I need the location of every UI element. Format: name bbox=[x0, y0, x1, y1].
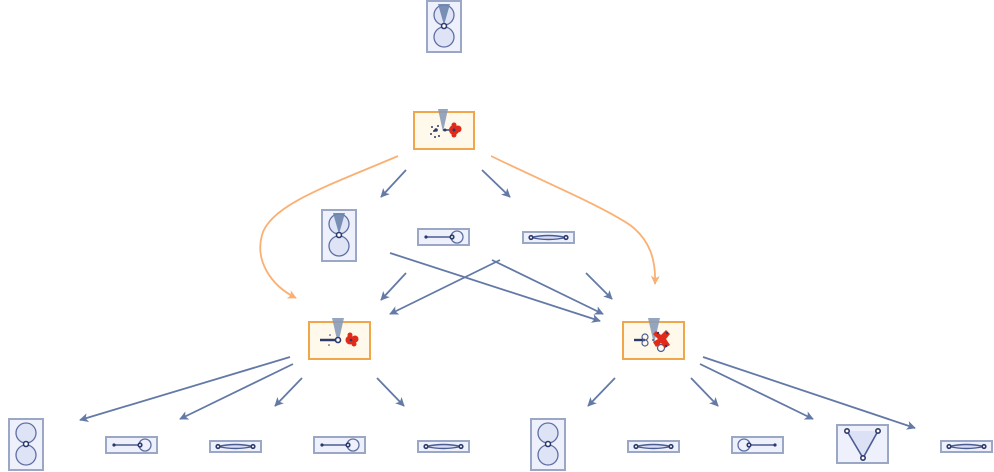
edges bbox=[79, 155, 916, 430]
node-hub-left[interactable] bbox=[308, 318, 371, 360]
node-mid-a[interactable] bbox=[321, 209, 357, 262]
edge-hubtop-hubright[interactable] bbox=[490, 155, 660, 285]
edge-hubright-leaf6[interactable] bbox=[587, 377, 616, 407]
node-hub-right[interactable] bbox=[622, 318, 685, 360]
edge-midc-hubright[interactable] bbox=[491, 259, 604, 315]
edge-red-cluster-glyph bbox=[320, 318, 359, 347]
loop-edge-glyph bbox=[737, 438, 777, 452]
edge-red-cross-glyph bbox=[634, 318, 670, 353]
nodes bbox=[8, 0, 993, 471]
edge-loop-glyph bbox=[320, 438, 360, 452]
edge-hubtop-mida[interactable] bbox=[380, 169, 407, 198]
edge-mida-hubright[interactable] bbox=[389, 252, 601, 323]
node-leaf-8[interactable] bbox=[731, 436, 784, 454]
triangle-v-glyph bbox=[844, 427, 881, 461]
double-edge-glyph bbox=[423, 443, 464, 450]
double-edge-glyph bbox=[215, 443, 256, 450]
edge-hubright-leaf10[interactable] bbox=[702, 356, 916, 430]
node-leaf-5[interactable] bbox=[417, 440, 470, 453]
figure-eight-glyph bbox=[537, 422, 559, 466]
edge-hubleft-leaf2[interactable] bbox=[179, 363, 294, 420]
node-leaf-7[interactable] bbox=[627, 440, 680, 453]
edge-midc-hubright-2[interactable] bbox=[585, 272, 613, 300]
edge-hubleft-leaf1[interactable] bbox=[79, 356, 291, 422]
scatter-red-cluster-glyph bbox=[430, 109, 462, 138]
edge-loop-glyph bbox=[424, 230, 464, 244]
node-mid-c[interactable] bbox=[522, 231, 575, 244]
double-edge-glyph bbox=[633, 443, 674, 450]
node-root[interactable] bbox=[426, 0, 462, 53]
double-edge-glyph bbox=[946, 443, 987, 450]
figure-eight-glyph bbox=[15, 422, 37, 466]
node-leaf-3[interactable] bbox=[209, 440, 262, 453]
edge-hubright-leaf8[interactable] bbox=[690, 377, 719, 407]
edge-mida-hubleft[interactable] bbox=[380, 272, 407, 301]
node-hub-top[interactable] bbox=[413, 109, 475, 150]
edge-loop-glyph bbox=[112, 438, 152, 452]
node-leaf-1[interactable] bbox=[8, 418, 44, 471]
edge-hubleft-leaf5[interactable] bbox=[376, 377, 405, 407]
node-leaf-6[interactable] bbox=[530, 418, 566, 471]
edge-hubright-leaf9[interactable] bbox=[699, 363, 814, 420]
figure-eight-cone-glyph bbox=[328, 213, 350, 257]
node-leaf-9[interactable] bbox=[836, 424, 889, 464]
figure-eight-cone-glyph bbox=[433, 4, 455, 48]
edge-hubtop-hubleft[interactable] bbox=[259, 155, 399, 299]
node-mid-b[interactable] bbox=[417, 228, 470, 246]
edge-hubtop-midc[interactable] bbox=[481, 169, 511, 198]
edge-midc-hubleft[interactable] bbox=[389, 259, 501, 315]
node-leaf-4[interactable] bbox=[313, 436, 366, 454]
node-leaf-2[interactable] bbox=[105, 436, 158, 454]
edge-hubleft-leaf3[interactable] bbox=[274, 377, 303, 407]
node-leaf-10[interactable] bbox=[940, 440, 993, 453]
double-edge-glyph bbox=[528, 234, 569, 241]
